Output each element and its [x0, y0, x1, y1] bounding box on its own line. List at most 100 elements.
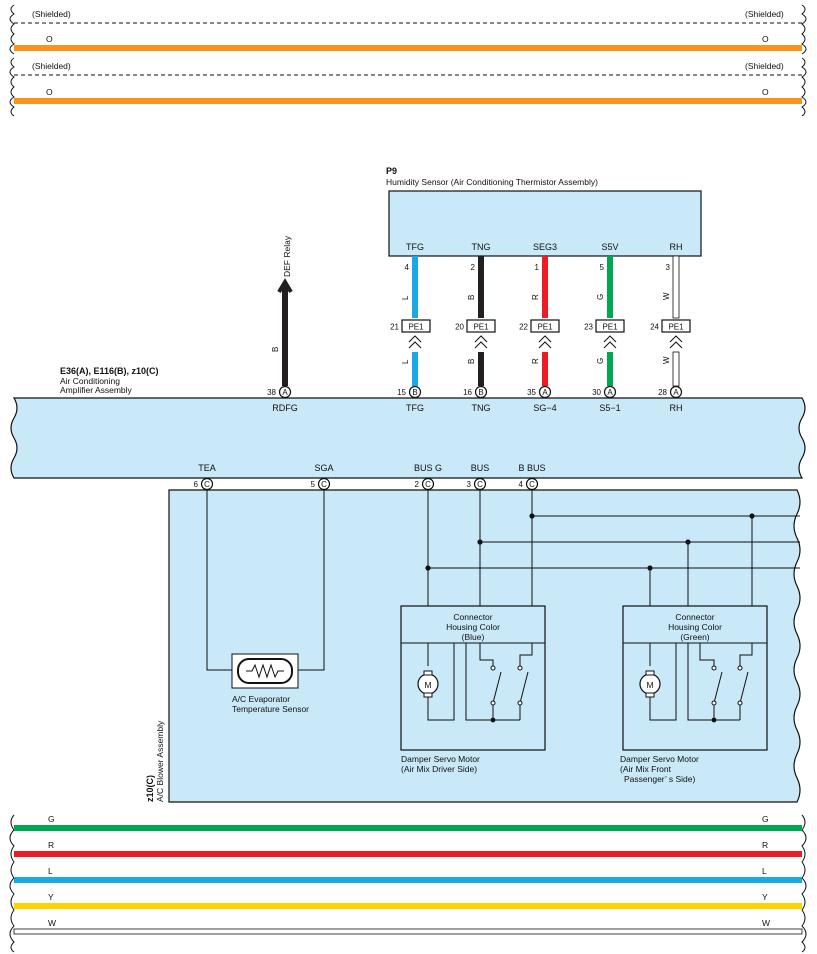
terminal-name: SEG3	[533, 242, 557, 252]
amp-top-terminal: A 38 RDFG	[267, 385, 298, 413]
wire-code-left: Y	[48, 892, 54, 902]
servo-caption-3: Passenger’ s Side)	[624, 774, 696, 784]
junction-label: PE1	[408, 323, 424, 332]
blower-terminal: C 3	[467, 477, 487, 491]
wire-yellow	[14, 903, 802, 909]
wire-white	[13, 928, 803, 935]
servo-box	[622, 605, 768, 751]
wire-code: W	[662, 356, 671, 364]
conn-letter: B	[412, 388, 417, 397]
def-relay-wire: DEF Relay B	[271, 235, 293, 386]
wire-code-right: Y	[762, 892, 768, 902]
junction-dot	[749, 513, 755, 519]
pin-number: 4	[519, 480, 524, 489]
pin-number: 35	[527, 388, 536, 397]
brace-mark	[9, 57, 15, 117]
servo-caption-1: Damper Servo Motor	[401, 754, 480, 764]
junction-dot	[529, 513, 535, 519]
chevron-mark	[538, 335, 552, 349]
conn-letter: C	[425, 480, 431, 489]
terminal-name: BUS	[471, 463, 490, 473]
pin-number: 1	[535, 263, 540, 272]
brace-mark	[801, 57, 807, 117]
def-relay-label: DEF Relay	[282, 235, 292, 277]
terminal-name: TNG	[472, 403, 491, 413]
sensor-wires: TFG TNG SEG3 S5V RH 4 2 1 5 3 L B R G W …	[390, 242, 691, 387]
conn-letter: C	[204, 480, 210, 489]
terminal-name: RH	[670, 242, 683, 252]
wire-code: B	[467, 359, 476, 364]
brace-mark	[9, 4, 15, 55]
shield-label-left: (Shielded)	[32, 9, 71, 19]
servo-header-1: Connector	[453, 612, 492, 622]
junction-pin: 23	[584, 323, 593, 332]
wire-code-right: O	[762, 34, 769, 44]
junction-pin: 20	[455, 323, 464, 332]
motor-symbol: M	[646, 680, 653, 690]
wire-code: G	[596, 294, 605, 300]
servo-header-3: (Green)	[680, 632, 709, 642]
conn-letter: A	[607, 388, 613, 397]
sensor-wire	[206, 490, 232, 671]
wire-red	[14, 851, 802, 857]
blower-assembly: z10(C) A/C Blower Assembly C 6 C 5 C 2 C…	[145, 477, 801, 803]
servo-caption-1: Damper Servo Motor	[620, 754, 699, 764]
servo-box	[400, 605, 546, 751]
wire-green	[607, 352, 613, 386]
wire-code-right: G	[762, 814, 769, 824]
junction-pin: 22	[519, 323, 528, 332]
servo-motor-driver: Connector Housing Color (Blue) M Damper …	[400, 605, 546, 774]
switch-icon	[519, 671, 529, 704]
pin-number: 15	[397, 388, 406, 397]
resistor-icon	[246, 663, 284, 679]
wire-code-right: R	[762, 840, 768, 850]
blower-name: A/C Blower Assembly	[155, 720, 165, 802]
wire-green	[14, 825, 802, 831]
wire-code-left: L	[48, 866, 53, 876]
terminal-name: S5−1	[599, 403, 620, 413]
chevron-mark	[669, 335, 683, 349]
junction-dot	[425, 565, 431, 571]
terminal-name: RH	[670, 403, 683, 413]
brace-mark	[801, 4, 807, 55]
amplifier-codes: E36(A), E116(B), z10(C)	[60, 366, 159, 376]
amplifier-name-line2: Amplifier Assembly	[60, 385, 133, 395]
evap-sensor-label-2: Temperature Sensor	[232, 704, 309, 714]
evap-sensor-label-1: A/C Evaporator	[232, 694, 290, 704]
servo-header-2: Housing Color	[668, 622, 722, 632]
switch-icon	[713, 671, 723, 704]
brace-mark	[801, 814, 807, 953]
servo-header-1: Connector	[675, 612, 714, 622]
blower-box	[168, 489, 801, 803]
wire-orange	[14, 98, 802, 104]
junction-label: PE1	[668, 323, 684, 332]
amp-top-terminal: A 30 S5−1	[592, 385, 621, 413]
terminal-name: TFG	[406, 242, 424, 252]
amplifier-name-line1: Air Conditioning	[60, 376, 120, 386]
wire-code: B	[467, 295, 476, 300]
junction-label: PE1	[602, 323, 618, 332]
wire-code-left: O	[46, 34, 53, 44]
junction-dot	[685, 539, 691, 545]
servo-caption-2: (Air Mix Front	[620, 764, 672, 774]
wire-red	[542, 352, 548, 386]
conn-letter: C	[477, 480, 483, 489]
pin-number: 3	[467, 480, 472, 489]
shield-label-left: (Shielded)	[32, 61, 71, 71]
blower-terminal: C 2	[415, 477, 435, 491]
conn-letter: B	[478, 388, 483, 397]
pin-number: 3	[666, 263, 671, 272]
wire-white	[672, 255, 680, 319]
chevron-mark	[474, 335, 488, 349]
sensor-wire	[298, 490, 325, 671]
switch-icon	[492, 671, 502, 704]
pin-number: 4	[405, 263, 410, 272]
junction-pin: 24	[650, 323, 659, 332]
pin-number: 30	[592, 388, 601, 397]
switch-icon	[739, 671, 749, 704]
arrow-up-icon	[277, 278, 293, 294]
junction-connector: PE1 22	[519, 319, 560, 349]
amp-top-terminal: B 16 TNG	[463, 385, 491, 413]
chevron-mark	[408, 335, 422, 349]
